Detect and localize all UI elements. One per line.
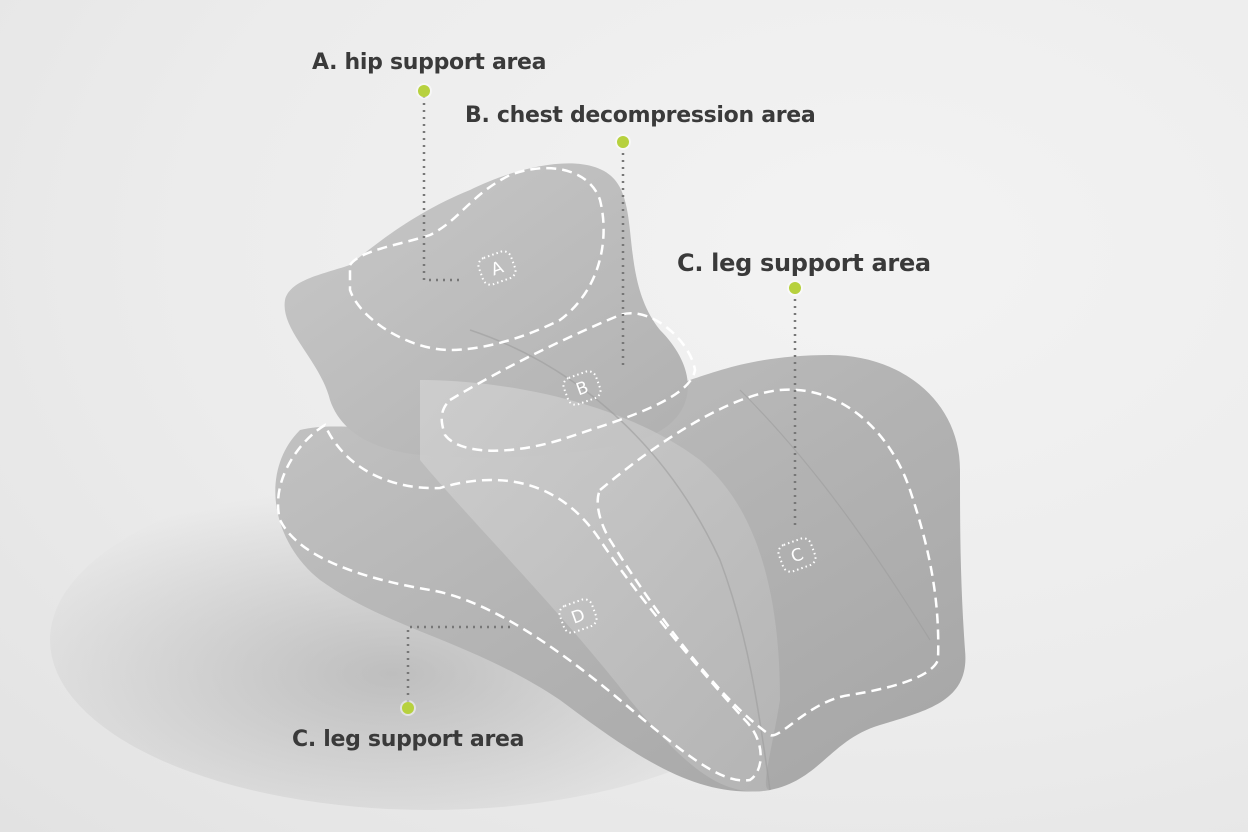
label-chest-decompression: B. chest decompression area: [465, 103, 816, 128]
marker-dot-b: [617, 136, 629, 148]
zone-badge-d: D: [558, 598, 598, 634]
zone-b-outline: [440, 312, 697, 452]
pillow-head: [284, 163, 688, 458]
marker-dot-c-top: [789, 282, 801, 294]
leader-line-a: [422, 96, 460, 282]
svg-text:D: D: [569, 605, 588, 628]
label-leg-support-top: C. leg support area: [677, 249, 931, 277]
label-hip-support: A. hip support area: [312, 50, 547, 75]
marker-dot-c-bottom: [402, 702, 414, 714]
label-leg-support-bottom: C. leg support area: [292, 727, 525, 752]
zone-c-outline: [596, 388, 940, 737]
pillow-spine: [420, 380, 780, 792]
zone-d-outline: [276, 423, 762, 782]
zone-a-outline: [348, 166, 605, 352]
marker-dot-a: [418, 85, 430, 97]
